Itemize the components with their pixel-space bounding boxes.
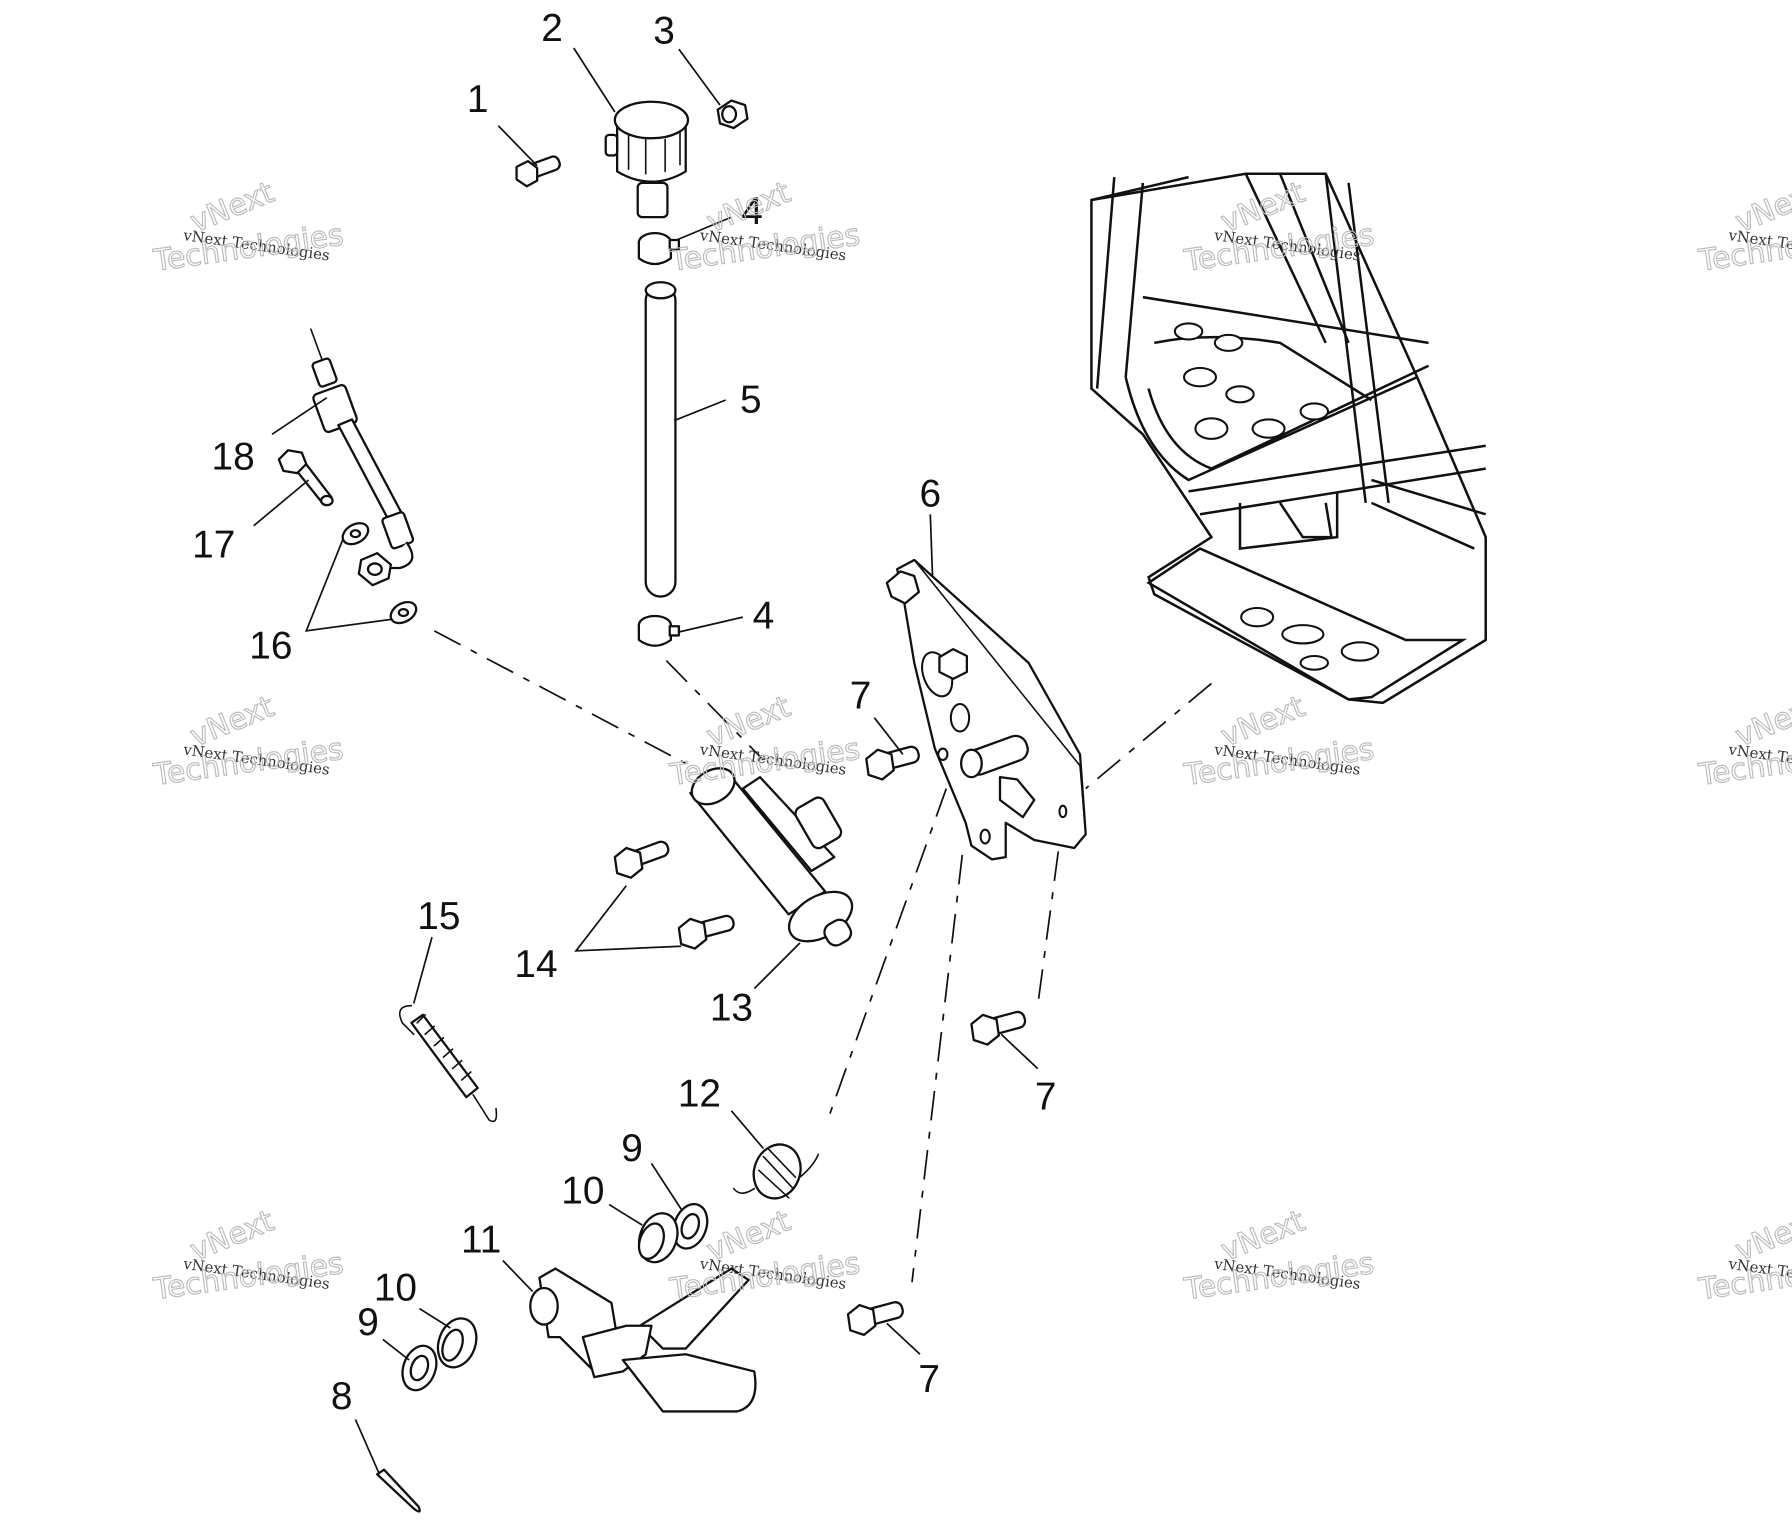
part-10-bushing-right [637, 1212, 679, 1264]
watermark-word: Technologies [151, 732, 346, 793]
watermark-word: Technologies [667, 1246, 862, 1307]
callout-18: 18 [212, 436, 255, 479]
callout-2: 2 [541, 7, 563, 50]
callout-1: 1 [467, 78, 489, 121]
part-13-master-cylinder [689, 767, 854, 947]
watermark-word: Technologies [1182, 1246, 1377, 1307]
callout-8: 8 [331, 1375, 353, 1418]
part-12-torsion-spring [732, 1143, 820, 1200]
part-4-clamp-lower [637, 614, 680, 647]
callout-10-left: 10 [374, 1267, 417, 1310]
part-5-hose [644, 281, 677, 598]
callouts: 1 2 3 4 5 4 6 7 7 7 8 9 10 11 9 10 12 13… [192, 7, 1056, 1418]
watermark-word: Technologies [667, 217, 862, 278]
callout-16: 16 [249, 624, 292, 667]
part-16-washers [341, 522, 418, 625]
part-15-spring [399, 1004, 498, 1123]
assembly-lines [433, 630, 1212, 1283]
callout-7-upper: 7 [850, 675, 872, 718]
part-17-banjo-bolt [277, 449, 334, 507]
part-7-bolt-lower [846, 1301, 904, 1336]
callout-6: 6 [919, 472, 941, 515]
callout-7-right: 7 [1035, 1076, 1057, 1119]
callout-17: 17 [192, 524, 235, 567]
part-3-nut [716, 99, 749, 130]
callout-14: 14 [514, 943, 557, 986]
part-11-brake-pedal [529, 1267, 757, 1413]
part-9-washer-left [401, 1344, 438, 1392]
callout-11: 11 [461, 1219, 501, 1262]
callout-9-left: 9 [357, 1301, 379, 1344]
part-1-bolt [515, 155, 561, 188]
part-7-bolt-right [970, 1010, 1027, 1046]
callout-4-lower: 4 [753, 595, 775, 638]
callout-10-right: 10 [561, 1169, 604, 1212]
vehicle-frame [1090, 172, 1487, 705]
callout-4-upper: 4 [741, 190, 763, 233]
callout-13: 13 [710, 987, 753, 1030]
watermark-word: Technologies [1182, 732, 1377, 793]
callout-5: 5 [740, 379, 762, 422]
part-2-reservoir [604, 100, 690, 219]
part-6-mounting-bracket [885, 558, 1087, 861]
callout-9-right: 9 [621, 1127, 643, 1170]
part-14-bolts [613, 840, 735, 950]
callout-3: 3 [653, 9, 675, 52]
watermark-word: Technologies [151, 217, 346, 278]
part-7-bolt-upper [865, 745, 920, 781]
watermark-word: Technologies [151, 1246, 346, 1307]
part-8-cotter-pin [375, 1468, 421, 1513]
callout-7-lower: 7 [918, 1358, 940, 1401]
part-4-clamp-upper [637, 232, 680, 266]
callout-15: 15 [417, 895, 460, 938]
callout-12: 12 [678, 1072, 721, 1115]
part-18-brake-line [310, 328, 415, 587]
part-10-bushing-left [436, 1317, 478, 1369]
part-9-washer-right [672, 1202, 709, 1250]
leader-lines [253, 47, 1039, 1475]
